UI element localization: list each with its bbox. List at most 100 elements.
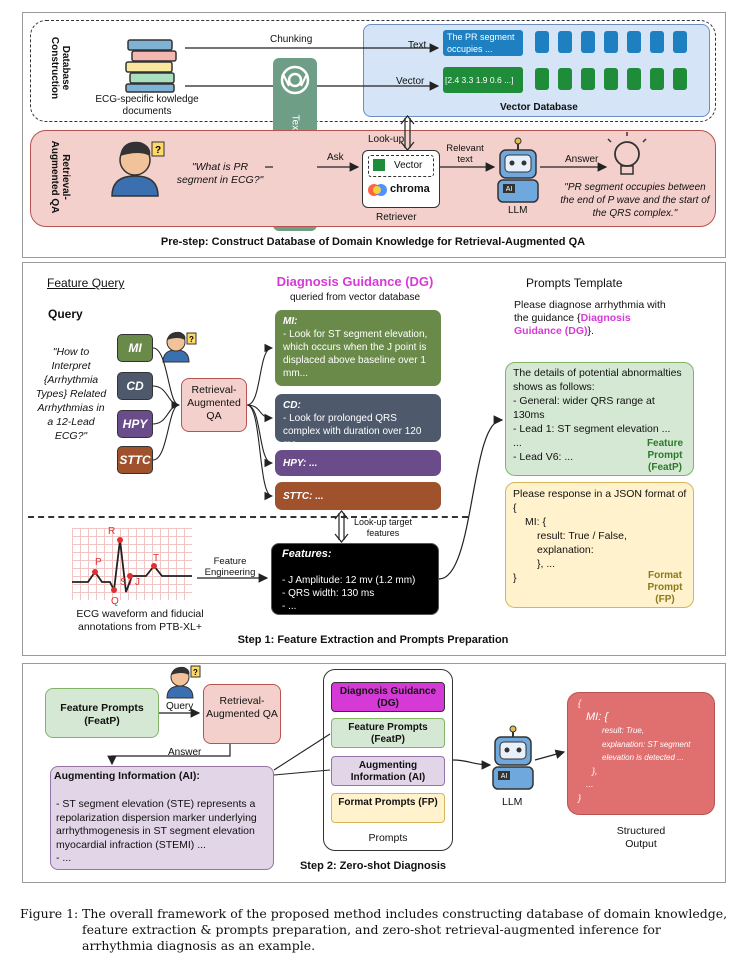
dg-hpy: HPY: ...: [275, 450, 441, 476]
vector-db-cell: [673, 68, 687, 90]
step2-caption: Step 2: Zero-shot Diagnosis: [299, 860, 447, 872]
output-line: MI: {: [586, 710, 609, 723]
vector-db-cell: [604, 31, 618, 53]
features-line: - ...: [282, 601, 297, 612]
features-title: Features:: [282, 548, 332, 560]
prompts-label: Prompts: [368, 832, 408, 844]
output-line: ...: [586, 779, 594, 789]
vector-db-cell: [558, 68, 572, 90]
figure-caption: Figure 1:The overall framework of the pr…: [20, 906, 735, 954]
lookup-target-label: Look-up target features: [353, 517, 413, 538]
dg-mi-text: - Look for ST segment elevation, which o…: [283, 329, 428, 379]
feature-query-header: Feature Query: [47, 276, 125, 290]
prestep-caption: Pre-step: Construct Database of Domain K…: [160, 236, 586, 248]
tag-cd: CD: [117, 372, 153, 400]
featp-box: [505, 362, 694, 476]
structured-output-box: [567, 692, 715, 815]
ecg-label-p: P: [95, 557, 102, 568]
featp-line: The details of potential abnormalties sh…: [513, 367, 682, 393]
vector-db-cell: [627, 68, 641, 90]
fp-line: }, ...: [537, 558, 556, 570]
figure-caption-text: The overall framework of the proposed me…: [82, 906, 728, 953]
output-line: explanation: ST segment: [602, 739, 691, 749]
text-row-label: Text: [408, 40, 427, 51]
query-text: "How to Interpret {Arrhythmia Types} Rel…: [35, 346, 107, 442]
prompt-featp: Feature Prompts (FeatP): [331, 718, 445, 748]
ecg-label-q: Q: [111, 596, 119, 607]
chunking-label: Chunking: [270, 34, 313, 45]
lookup-label: Look-up: [368, 134, 405, 145]
text-chunk-cell: [443, 30, 523, 56]
database-construction-label: Database Construction: [49, 36, 71, 100]
structured-output-label: Structured Output: [616, 825, 666, 850]
doc-label: ECG-specific kowledge documents: [95, 94, 199, 117]
vector-db-cell: [581, 68, 595, 90]
step2-raqa-box: [203, 684, 281, 744]
output-line: }: [578, 792, 582, 803]
ai-box: [50, 766, 274, 870]
answer-text: "PR segment occupies between the end of …: [560, 182, 710, 219]
ecg-grid: [72, 528, 192, 600]
fp-text: Please response in a JSON format of { MI…: [513, 487, 688, 585]
step1-caption: Step 1: Feature Extraction and Prompts P…: [237, 634, 509, 646]
featp-line: ...: [513, 437, 522, 449]
vector-green-icon: [373, 159, 385, 171]
query-title: Query: [48, 307, 83, 321]
chroma-label: chroma: [390, 183, 430, 195]
step2-query-label: Query: [166, 701, 194, 712]
pt-dg-inline: Diagnosis Guidance (DG): [514, 312, 631, 337]
answer-label: Answer: [565, 154, 599, 165]
features-line: - J Amplitude: 12 mv (1.2 mm): [282, 575, 416, 586]
featp-line: - Lead 1: ST segment elevation ...: [513, 423, 671, 435]
dg-sub: queried from vector database: [289, 292, 421, 303]
fp-line: Please response in a JSON format of: [513, 488, 687, 500]
ai-text: - ST segment elevation (STE) represents …: [56, 798, 257, 851]
dg-header: Diagnosis Guidance (DG): [276, 274, 434, 289]
featp-prompt-label: Feature Prompts (FeatP): [60, 702, 144, 727]
fp-line: }: [513, 572, 517, 584]
features-line: - QRS width: 130 ms: [282, 588, 375, 599]
fp-line: MI: {: [525, 516, 547, 528]
prompt-fp: Format Prompts (FP): [331, 793, 445, 823]
prompt-ai: Augmenting Information (AI): [331, 756, 445, 786]
llm-label: LLM: [508, 205, 528, 216]
vector-db-cell: [650, 31, 664, 53]
featp-line: - Lead V6: ...: [513, 451, 574, 463]
vector-db-cell: [558, 31, 572, 53]
raqa-box: [181, 378, 247, 432]
ask-label: Ask: [327, 152, 344, 163]
vector-db-cell: [581, 31, 595, 53]
feature-engineering-label: Feature Engineering: [204, 556, 256, 578]
vector-row-label: Vector: [396, 76, 425, 87]
fp-line: explanation:: [537, 544, 594, 556]
tag-mi: MI: [117, 334, 153, 362]
vector-values: [2.4 3.3 1.9 0.6 ...]: [445, 75, 514, 85]
pt-text-2: }.: [587, 325, 594, 337]
question-text: "What is PR segment in ECG?": [176, 161, 264, 186]
retriever-vector-box: [368, 155, 434, 177]
vector-values-cell: [443, 67, 523, 93]
step2-raqa-label: Retrieval-Augmented QA: [206, 695, 278, 720]
retriever-vector: Vector: [394, 160, 423, 171]
dg-cd-title: CD:: [283, 400, 301, 411]
ai-more: - ...: [56, 852, 72, 864]
dg-sttc: STTC: ...: [275, 482, 441, 510]
ecg-label-r: R: [108, 526, 116, 537]
vector-db-cell: [535, 31, 549, 53]
step1-divider: [28, 516, 468, 518]
output-line: },: [592, 765, 598, 776]
step2-answer-label: Answer: [168, 747, 202, 758]
database-construction-area: [30, 20, 716, 122]
retriever-label: Retriever: [376, 212, 417, 223]
prompts-template-header: Prompts Template: [526, 276, 623, 290]
ecg-label-sj: S / J: [120, 577, 141, 588]
vector-db-cell: [650, 68, 664, 90]
prompt-template-text: Please diagnose arrhythmia with the guid…: [514, 299, 674, 338]
ai-title: Augmenting Information (AI):: [54, 770, 200, 782]
retrieval-qa-label: Retrieval-Augmented QA: [49, 140, 71, 214]
output-text: { MI: { result: True, explanation: ST se…: [578, 697, 713, 805]
features-box: [271, 543, 439, 615]
featp-prompt-box: [45, 688, 159, 738]
fp-line: {: [513, 502, 517, 514]
vector-db-cell: [673, 31, 687, 53]
